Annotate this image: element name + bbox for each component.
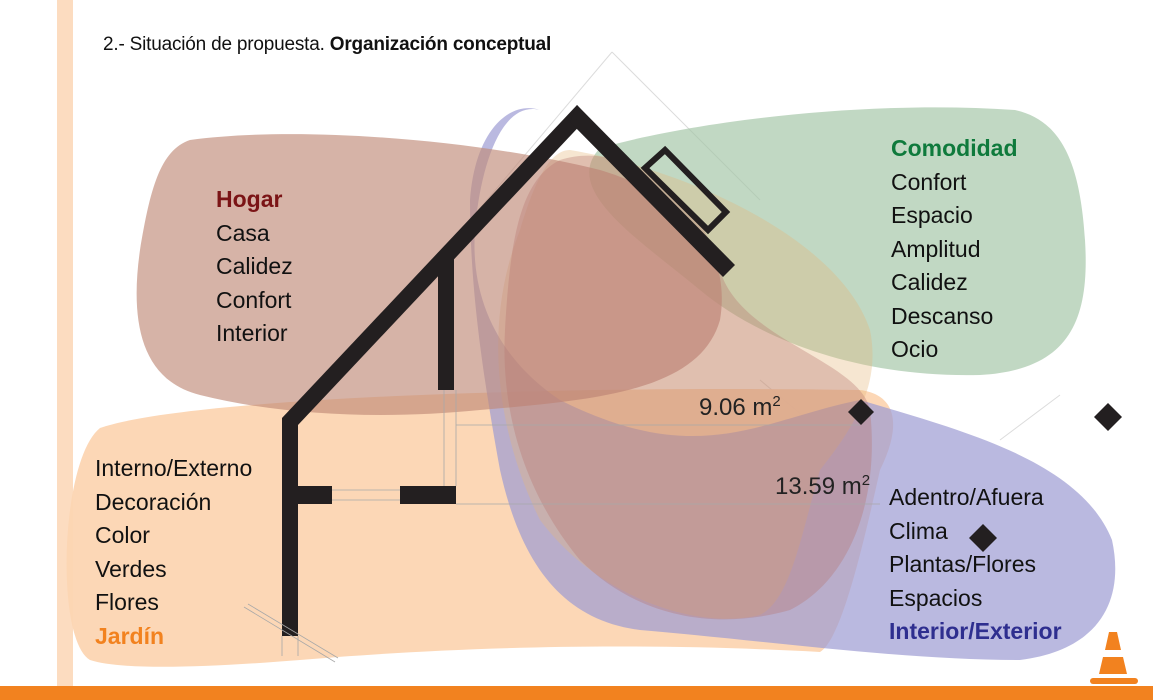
roof-left-slope: [282, 105, 588, 425]
diamond-marker-icon: [969, 524, 997, 552]
interior-exterior-title: Interior/Exterior: [889, 618, 1062, 644]
jardin-item: Color: [95, 522, 150, 548]
title-prefix: 2.- Situación de propuesta.: [103, 34, 330, 55]
area-label-2: 13.59 m2: [775, 472, 870, 501]
area-unit-exponent: 2: [861, 472, 871, 489]
hogar-item: Confort: [216, 286, 292, 313]
interior-exterior-item: Espacios: [889, 584, 983, 611]
jardin-group: Interno/Externo Decoración Color Verdes …: [95, 452, 252, 653]
title-bold: Organización conceptual: [329, 34, 552, 55]
skylight-frame: [640, 145, 731, 235]
comodidad-title: Comodidad: [891, 135, 1018, 161]
interior-post: [438, 258, 454, 390]
house-section-drawing: [282, 105, 735, 636]
comodidad-item: Ocio: [891, 336, 939, 362]
diamond-marker-icon: [848, 399, 874, 425]
hogar-item: Casa: [216, 219, 270, 246]
page-title: 2.- Situación de propuesta. Organización…: [103, 34, 551, 56]
wall-guides: [243, 390, 880, 663]
hogar-item: Calidez: [216, 253, 293, 279]
level-markers: [848, 399, 1122, 552]
area-label-1: 9.06 m2: [699, 393, 781, 422]
comodidad-item: Espacio: [891, 202, 973, 228]
diamond-marker-icon: [1094, 403, 1122, 431]
left-wall: [282, 418, 298, 636]
area-value: 9.06 m: [699, 394, 773, 421]
comodidad-item: Calidez: [891, 269, 968, 295]
bottom-accent-bar: [0, 686, 1153, 700]
interior-exterior-item: Plantas/Flores: [889, 551, 1037, 577]
area-value: 13.59 m: [775, 473, 862, 500]
hogar-group: Hogar Casa Calidez Confort Interior: [216, 183, 293, 351]
interior-exterior-item: Adentro/Afuera: [889, 484, 1044, 510]
jardin-item: Flores: [95, 589, 159, 615]
hogar-title: Hogar: [216, 186, 283, 212]
comodidad-item: Amplitud: [891, 235, 981, 262]
floor-stub-left: [298, 486, 332, 504]
jardin-item: Decoración: [95, 488, 212, 515]
comodidad-blob: [589, 107, 1086, 376]
comodidad-group: Comodidad Confort Espacio Amplitud Calid…: [891, 132, 1018, 367]
floor-stub-right: [400, 486, 456, 504]
side-stripe: [57, 0, 73, 686]
jardin-title: Jardín: [95, 622, 165, 649]
comodidad-item: Descanso: [891, 302, 994, 329]
roof-right-slope: [570, 105, 735, 277]
interior-exterior-item: Clima: [889, 517, 948, 544]
jardin-item: Interno/Externo: [95, 455, 253, 481]
interior-exterior-blob: [470, 108, 1116, 660]
traffic-cone-icon: [1090, 632, 1138, 684]
hogar-item: Interior: [216, 320, 288, 346]
interior-exterior-group: Adentro/Afuera Clima Plantas/Flores Espa…: [889, 481, 1062, 649]
comodidad-item: Confort: [891, 168, 967, 195]
area-unit-exponent: 2: [772, 393, 781, 410]
jardin-item: Verdes: [95, 555, 167, 582]
central-overlap-blob: [504, 155, 872, 620]
